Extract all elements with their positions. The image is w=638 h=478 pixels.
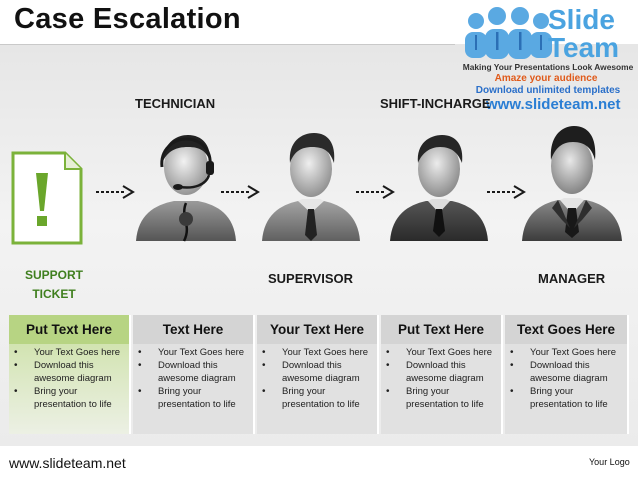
bullet-item: Your Text Goes here: [137, 346, 253, 359]
column-heading: Put Text Here: [9, 315, 129, 344]
bullet-item: Your Text Goes here: [385, 346, 501, 359]
dotted-right-arrow-icon: [96, 185, 135, 199]
dotted-right-arrow-icon: [487, 185, 526, 199]
text-column: Text Here Your Text Goes here Download t…: [133, 315, 255, 434]
bullet-item: Your Text Goes here: [13, 346, 129, 359]
logo-download-text: Download unlimited templates: [475, 85, 621, 96]
bullet-list: Your Text Goes here Download this awesom…: [381, 346, 501, 411]
bullet-list: Your Text Goes here Download this awesom…: [9, 346, 129, 411]
slide-title: Case Escalation: [14, 3, 241, 35]
bullet-item: Bring your presentation to life: [261, 385, 377, 411]
text-column: Text Goes Here Your Text Goes here Downl…: [505, 315, 629, 434]
column-heading: Text Here: [133, 315, 253, 344]
bullet-item: Bring your presentation to life: [13, 385, 129, 411]
exclamation-document-icon: [11, 151, 83, 245]
role-shift-incharge: SHIFT-INCHARGE: [380, 96, 491, 111]
dotted-right-arrow-icon: [221, 185, 260, 199]
role-technician: TECHNICIAN: [135, 96, 216, 111]
column-heading-text: Put Text Here: [397, 322, 485, 337]
bullet-item: Bring your presentation to life: [385, 385, 501, 411]
column-heading: Your Text Here: [257, 315, 377, 344]
column-heading-text: Text Here: [162, 322, 224, 337]
logo-brand-line2: Team: [548, 32, 620, 63]
text-column: Your Text Here Your Text Goes here Downl…: [257, 315, 379, 434]
footer-url[interactable]: www.slideteam.net: [9, 455, 126, 471]
text-column: Put Text Here Your Text Goes here Downlo…: [9, 315, 131, 434]
column-heading-text: Text Goes Here: [516, 322, 616, 337]
bullet-list: Your Text Goes here Download this awesom…: [257, 346, 377, 411]
your-logo-placeholder: Your Logo: [589, 457, 630, 467]
title-divider: [0, 44, 455, 45]
column-heading-text: Your Text Here: [269, 322, 365, 337]
bullet-item: Download this awesome diagram: [509, 359, 627, 385]
support-ticket-line1: SUPPORT: [24, 268, 83, 282]
technician-headset-icon: [136, 135, 236, 242]
column-header-band: [257, 315, 377, 344]
dotted-right-arrow-icon: [356, 185, 395, 199]
logo-url[interactable]: www.slideteam.net: [486, 96, 621, 113]
bullet-list: Your Text Goes here Download this awesom…: [505, 346, 627, 411]
bullet-item: Bring your presentation to life: [509, 385, 627, 411]
column-heading: Text Goes Here: [505, 315, 627, 344]
column-header-band: [133, 315, 253, 344]
logo-amaze-text: Amaze your audience: [494, 73, 598, 84]
column-heading: Put Text Here: [381, 315, 501, 344]
support-ticket-line2: TICKET: [32, 287, 76, 301]
shift-incharge-icon: [390, 135, 488, 241]
role-manager: MANAGER: [538, 271, 606, 286]
column-header-band: [505, 315, 627, 344]
people-logo-icon: [465, 7, 552, 59]
bullet-item: Download this awesome diagram: [261, 359, 377, 385]
column-heading-text: Put Text Here: [25, 322, 113, 337]
bullet-item: Download this awesome diagram: [137, 359, 253, 385]
logo-tagline: Making Your Presentations Look Awesome: [462, 62, 634, 72]
bullet-item: Download this awesome diagram: [385, 359, 501, 385]
column-header-band: [9, 315, 129, 344]
manager-icon: [522, 126, 622, 241]
bullet-item: Your Text Goes here: [261, 346, 377, 359]
bullet-item: Download this awesome diagram: [13, 359, 129, 385]
supervisor-icon: [262, 133, 360, 241]
slideteam-logo: Slide Team Making Your Presentations Loo…: [458, 0, 638, 120]
logo-brand-line1: Slide: [548, 4, 615, 35]
bullet-list: Your Text Goes here Download this awesom…: [133, 346, 253, 411]
bullet-item: Bring your presentation to life: [137, 385, 253, 411]
text-column: Put Text Here Your Text Goes here Downlo…: [381, 315, 503, 434]
role-supervisor: SUPERVISOR: [268, 271, 354, 286]
column-header-band: [381, 315, 501, 344]
bullet-item: Your Text Goes here: [509, 346, 627, 359]
support-ticket-label: SUPPORT TICKET: [14, 266, 94, 304]
